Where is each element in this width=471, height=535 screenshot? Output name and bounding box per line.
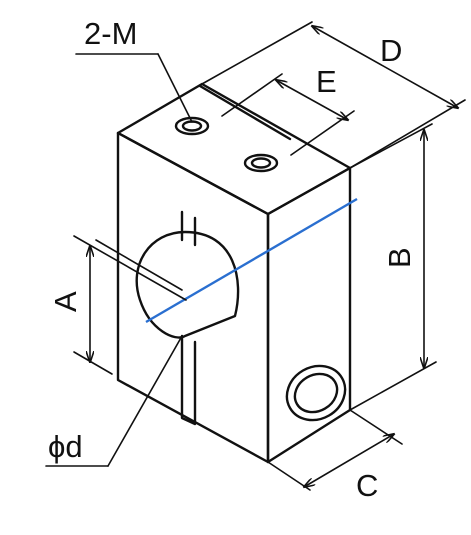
dimension-c-label: C [356,468,378,503]
top-slit [198,84,292,141]
dimension-e [221,73,355,156]
bore-leader [45,335,183,467]
front-slit [180,334,197,426]
bore-diameter-label: ϕd [48,429,83,464]
dimension-d [201,21,466,169]
tapped-hole-2 [243,153,279,173]
thread-leader [75,53,193,123]
tapped-hole-2-inner [250,157,272,169]
dimension-a-label: A [48,291,83,312]
dimension-d-label: D [380,33,402,68]
counterbore-inner [293,372,339,414]
bore-opening [135,230,240,339]
side-counterbore [285,364,347,422]
tapped-hole-1 [174,116,210,136]
thread-label: 2-M [84,16,137,51]
upper-notch [180,210,197,247]
dimension-a [73,235,187,375]
tapped-holes [174,116,279,173]
block-right-face [266,166,352,464]
bore [95,210,240,426]
dimension-b-label: B [382,247,417,268]
counterbore-outer [285,364,347,422]
dimension-c [267,409,403,491]
bore-depth-line [95,239,183,291]
tapped-hole-1-inner [181,120,203,132]
center-axis-line [145,197,358,324]
dimension-b [349,123,437,411]
dimension-e-label: E [316,64,337,99]
